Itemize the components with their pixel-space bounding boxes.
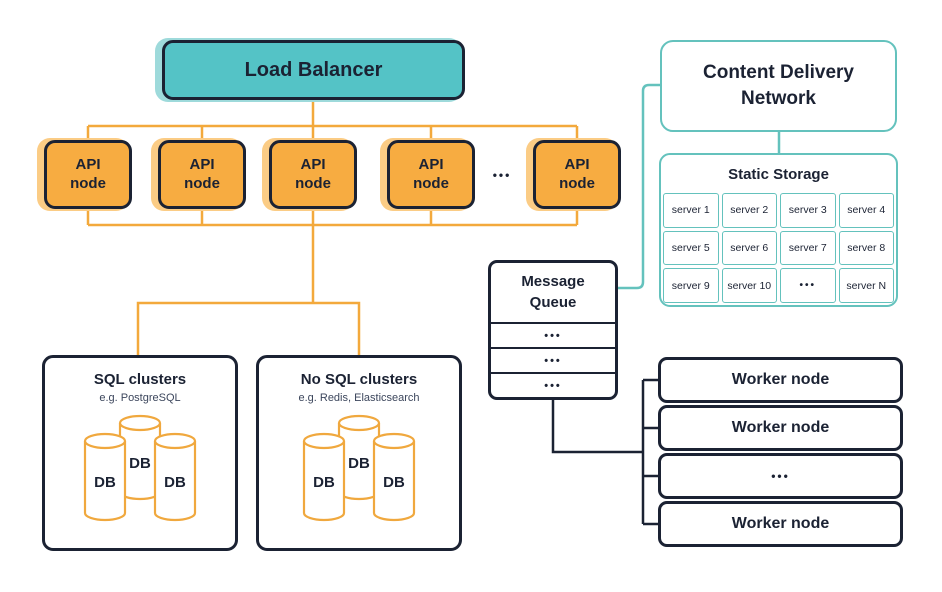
workers-bus-line xyxy=(641,378,660,526)
api-node-label: API node xyxy=(295,155,331,192)
queue-to-workers-line xyxy=(551,400,643,454)
api-node-label: API node xyxy=(184,155,220,192)
worker-node-1: Worker node xyxy=(658,357,903,403)
message-queue-box: Message Queue ••• ••• ••• xyxy=(488,260,618,400)
database-cylinders-icon: DB DB DB xyxy=(83,414,197,522)
api-node-2: API node xyxy=(158,140,246,209)
server-ellipsis-dots: ••• xyxy=(780,268,836,303)
server-cell: server 8 xyxy=(838,230,894,266)
static-storage-title: Static Storage xyxy=(728,165,829,183)
api-node-5: API node xyxy=(533,140,621,209)
api-node-label: API node xyxy=(559,155,595,192)
sql-clusters-subtitle: e.g. PostgreSQL xyxy=(99,392,181,404)
server-cell: server 5 xyxy=(663,230,719,266)
queue-slot-dots: ••• xyxy=(544,379,562,392)
api-node-3: API node xyxy=(269,140,357,209)
queue-slot-dots: ••• xyxy=(491,349,615,374)
server-cell: server 6 xyxy=(721,230,777,266)
server-cell: server 9 xyxy=(663,268,719,303)
server-cell: server 3 xyxy=(780,193,836,228)
api-ellipsis-dots: ••• xyxy=(492,168,512,182)
api-bottom-bus-line xyxy=(86,209,579,227)
api-node-label: API node xyxy=(413,155,449,192)
db-label: DB xyxy=(348,455,370,472)
load-balancer-label: Load Balancer xyxy=(244,58,383,81)
static-storage-grid: server 1 server 2 server 3 server 4 serv… xyxy=(663,193,894,303)
server-cell: server 2 xyxy=(721,193,777,228)
api-node-label: API node xyxy=(70,155,106,192)
db-label: DB xyxy=(94,474,116,491)
db-label: DB xyxy=(383,474,405,491)
server-cell: server 10 xyxy=(721,268,777,303)
sql-clusters-box: SQL clusters e.g. PostgreSQL DB DB DB xyxy=(42,355,238,551)
api-to-clusters-line xyxy=(136,225,361,355)
server-cell: server 4 xyxy=(838,193,894,228)
worker-nodes-stack: Worker node Worker node ••• Worker node xyxy=(658,357,903,549)
db-label: DB xyxy=(164,474,186,491)
server-cell: server N xyxy=(838,268,894,303)
db-label: DB xyxy=(129,455,151,472)
queue-slot-dots: ••• xyxy=(491,324,615,349)
api-node-4: API node xyxy=(387,140,475,209)
message-queue-title: Message Queue xyxy=(491,263,615,324)
nosql-clusters-title: No SQL clusters xyxy=(300,371,418,388)
cdn-box: Content Delivery Network xyxy=(660,40,897,132)
nosql-clusters-box: No SQL clusters e.g. Redis, Elasticsearc… xyxy=(256,355,462,551)
nosql-clusters-subtitle: e.g. Redis, Elasticsearch xyxy=(298,392,420,404)
cdn-title: Content Delivery Network xyxy=(703,62,854,109)
api-top-bus-line xyxy=(86,124,579,140)
api-node-1: API node xyxy=(44,140,132,209)
database-cylinders-icon: DB DB DB xyxy=(302,414,416,522)
worker-node-4: Worker node xyxy=(658,501,903,547)
worker-node-ellipsis: ••• xyxy=(658,453,903,499)
server-cell: server 1 xyxy=(663,193,719,228)
load-balancer-box: Load Balancer xyxy=(162,40,465,100)
sql-clusters-title: SQL clusters xyxy=(93,371,187,388)
worker-node-2: Worker node xyxy=(658,405,903,451)
static-storage-box: Static Storage server 1 server 2 server … xyxy=(659,153,898,307)
server-cell: server 7 xyxy=(780,230,836,266)
db-label: DB xyxy=(313,474,335,491)
cdn-to-queue-line xyxy=(618,83,660,290)
